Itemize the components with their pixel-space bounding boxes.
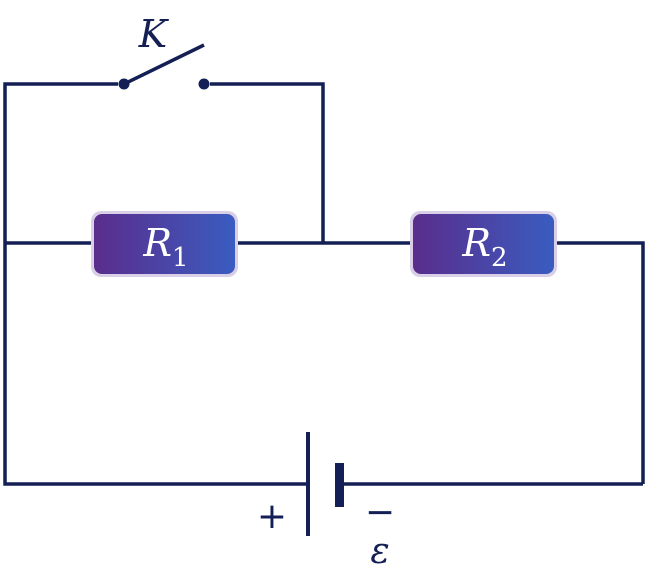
switch-k xyxy=(118,43,210,90)
resistor-r2-label: R2 xyxy=(461,221,507,273)
battery-positive-plate xyxy=(306,432,310,536)
switch-blade xyxy=(123,43,205,86)
battery-negative-plate xyxy=(335,463,344,507)
resistor-r1-body xyxy=(94,214,235,274)
resistor-r1: R1 xyxy=(91,211,238,277)
battery-plus-sign: + xyxy=(257,496,287,537)
wire-left-bottom xyxy=(3,243,307,486)
battery-minus-sign: − xyxy=(365,492,395,533)
wire-top-left xyxy=(3,82,118,243)
switch-label: K xyxy=(138,12,170,56)
battery xyxy=(306,432,344,536)
resistor-r1-label: R1 xyxy=(142,221,188,273)
switch-contact-right xyxy=(198,78,210,90)
resistor-r2: R2 xyxy=(410,211,557,277)
battery-emf-label: ε xyxy=(370,531,389,572)
resistor-r2-body xyxy=(413,214,554,274)
wire-top-right xyxy=(210,82,325,243)
wire-r2-to-right xyxy=(556,241,645,484)
